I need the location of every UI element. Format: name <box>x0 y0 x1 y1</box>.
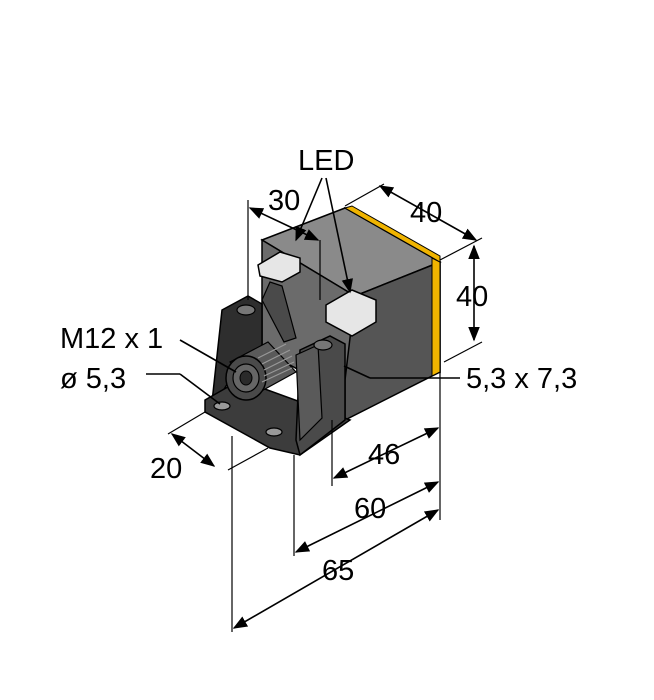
thread-label: M12 x 1 <box>60 323 163 355</box>
sensor-body <box>204 205 442 457</box>
m12-connector <box>225 341 297 401</box>
dim-40-side-label: 40 <box>456 281 488 313</box>
dim-40-top-label: 40 <box>410 197 442 229</box>
sensing-face-stripe <box>431 257 441 377</box>
screw-head-right <box>313 339 333 351</box>
mounting-bracket-front-rib <box>295 344 323 442</box>
hole-diameter-label: ø 5,3 <box>60 363 126 395</box>
led-label: LED <box>298 145 354 177</box>
adjustment-lever <box>261 281 297 343</box>
dimension-lines <box>146 177 483 632</box>
dim-60-label: 60 <box>354 493 386 525</box>
dimension-labels: LED 30 40 40 M12 x 1 ø 5,3 5,3 x 7,3 20 … <box>60 145 577 587</box>
dim-30-label: 30 <box>268 185 300 217</box>
slot-label: 5,3 x 7,3 <box>466 363 577 395</box>
mounting-hole-right <box>265 427 283 437</box>
screw-head-top <box>236 304 256 316</box>
led-window-back <box>257 251 301 283</box>
mounting-hole-left <box>213 401 231 411</box>
dim-65-label: 65 <box>322 555 354 587</box>
dim-46-label: 46 <box>368 439 400 471</box>
dim-20-label: 20 <box>150 453 182 485</box>
